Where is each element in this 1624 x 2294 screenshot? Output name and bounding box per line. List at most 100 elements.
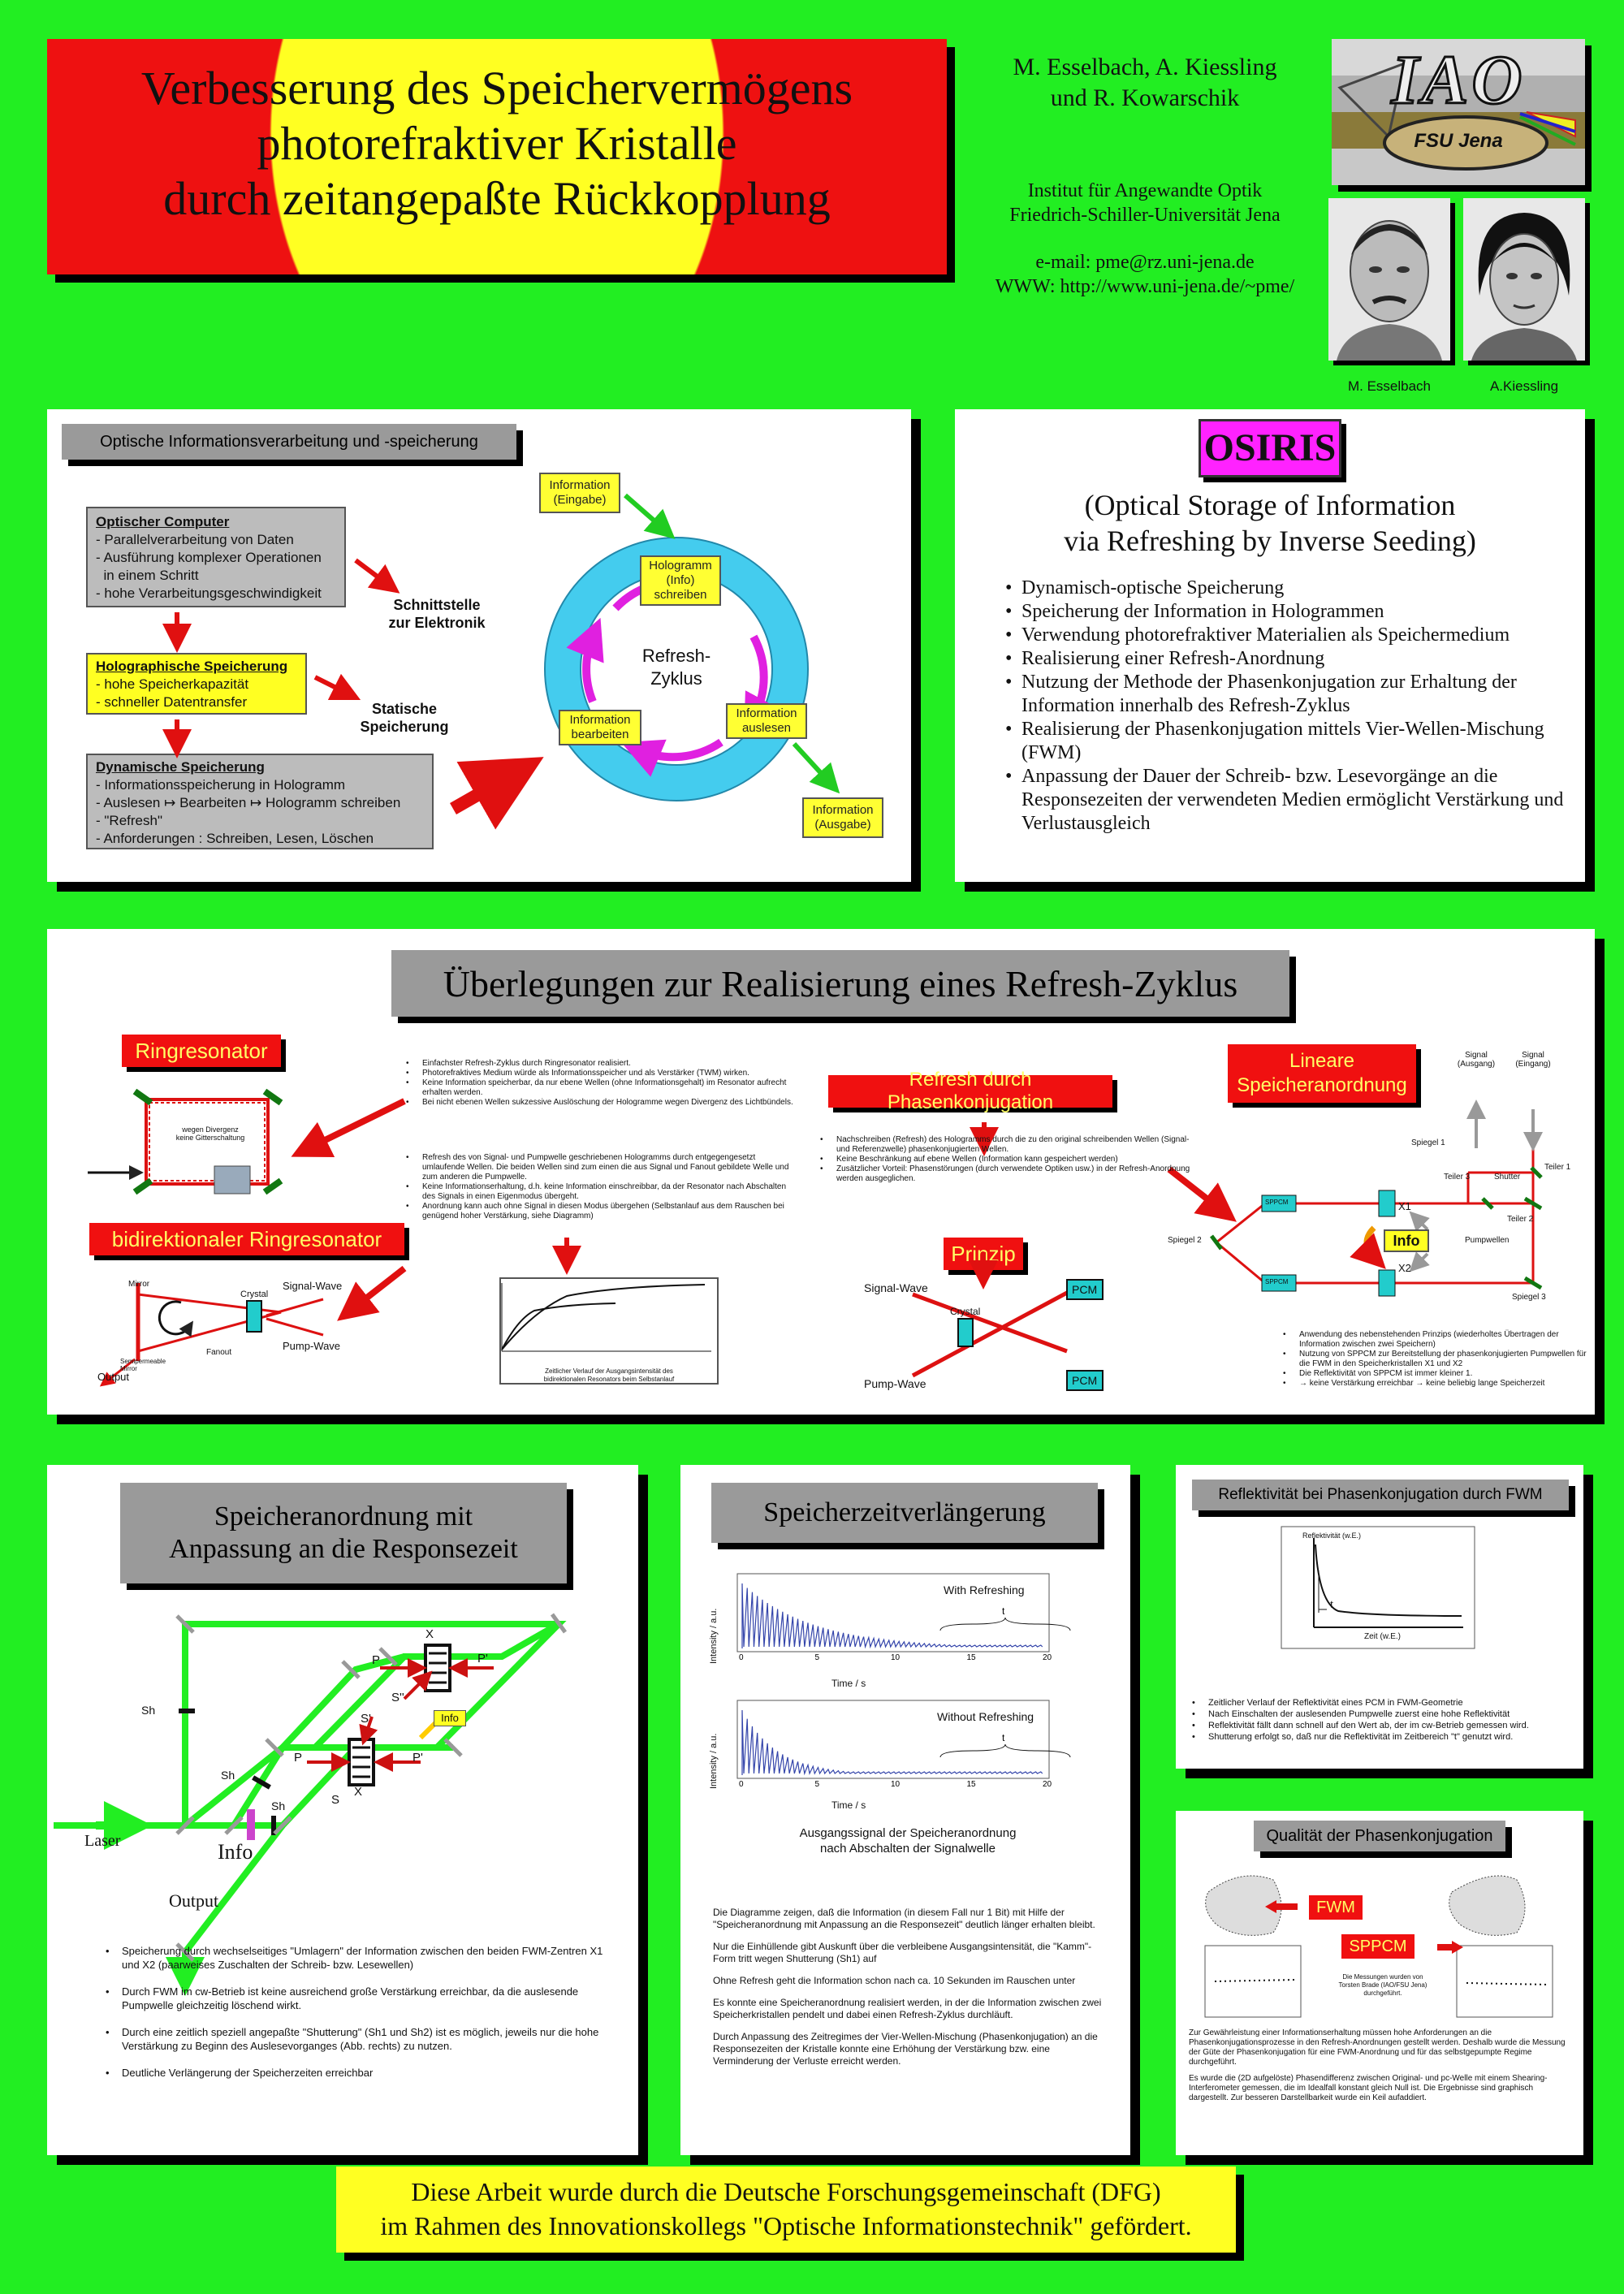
measurement-note-line: Die Messungen wurden von [1342,1973,1423,1981]
bidi-output-label: Output [97,1371,130,1383]
ring-note: wegen Divergenz keine Gitterschaltung [166,1125,255,1142]
phase-note-item: Keine Beschränkung auf ebene Wellen (Inf… [818,1155,1200,1164]
bidi-note-item: Keine Informationserhaltung, d.h. keine … [404,1182,794,1202]
crystal-icon [214,1165,251,1195]
chart-caption-line: nach Abschalten der Signalwelle [820,1842,996,1856]
xlabel: Time / s [831,1799,866,1811]
chart-frame [736,1700,1050,1779]
mirror-icon [132,1177,153,1195]
photo-caption-esselbach: M. Esselbach [1347,378,1432,394]
big-arrow-icon [450,757,544,830]
ring-note-line: wegen Divergenz [182,1125,239,1134]
ring-note-line: keine Gitterschaltung [175,1134,245,1142]
title-line-3: durch zeitangepaßte Rückkopplung [163,172,831,225]
quality-graphics [1204,1875,1553,2018]
crystal-x2-icon [348,1738,375,1786]
cycle-read-box: Information auslesen [726,703,807,739]
ring-note-item: Einfachster Refresh-Zyklus durch Ringres… [404,1059,794,1069]
tick-label: 10 [891,1780,901,1789]
sppcm-box [1261,1274,1297,1292]
p-label: P [372,1653,381,1667]
cycle-in-line: (Eingabe) [553,493,607,507]
without-refreshing-label: Without Refreshing [937,1710,1034,1723]
ring-note-item: Keine Information speicherbar, da nur eb… [404,1078,794,1098]
www-link[interactable]: WWW: http://www.uni-jena.de/~pme/ [995,276,1295,297]
institute-name: Institut für Angewandte Optik [1027,180,1263,201]
oc-item: - Ausführung komplexer Operationen [96,550,322,565]
phase-notes: Nachschreiben (Refresh) des Hologramms d… [818,1135,1200,1184]
pump-label: Pumpwellen [1465,1236,1510,1245]
title-line-2: photorefraktiver Kristalle [257,117,737,170]
osiris-item: Dynamisch-optische Speicherung [1004,577,1564,600]
cycle-center-line: Refresh- [641,646,711,666]
tick-label: 5 [815,1780,820,1789]
osiris-list: Dynamisch-optische Speicherung Speicheru… [1004,577,1564,836]
panel6-item: Zeitlicher Verlauf der Reflektivität ein… [1190,1697,1572,1709]
mirror2-label: Spiegel 2 [1168,1236,1202,1245]
panel4-list: Speicherung durch wechselseitiges "Umlag… [104,1944,607,2080]
osiris-item: Verwendung photorefraktiver Materialien … [1004,624,1564,647]
chart-caption: Ausgangssignal der Speicheranordnung nac… [729,1825,1086,1856]
x1-label: X [425,1627,434,1641]
measurement-note-line: durchgeführt. [1363,1989,1402,1997]
brace-t-label: t [1002,1605,1005,1617]
photo-esselbach [1328,198,1450,361]
linear-label-line: Speicheranordnung [1237,1074,1407,1096]
refl-ylabel: Reflektivität (w.E.) [1302,1531,1362,1540]
panel3-diagrams [88,1088,1543,1391]
cycle-holo-box: Hologramm (Info) schreiben [640,555,721,606]
footer-line-1: Diese Arbeit wurde durch die Deutsche Fo… [411,2177,1161,2206]
signal-out-line: Signal [1465,1051,1488,1060]
footer-line-2: im Rahmen des Innovationskollegs "Optisc… [380,2211,1192,2240]
chart-caption-line: Ausgangssignal der Speicheranordnung [799,1826,1017,1840]
brace-icon [939,1617,1071,1631]
tick-label: 5 [815,1653,820,1662]
osiris-item: Speicherung der Information in Hologramm… [1004,600,1564,624]
oc-item: in einem Schritt [96,568,199,583]
cycle-holo-line: schreiben [654,588,707,602]
email-link[interactable]: e-mail: pme@rz.uni-jena.de [1035,252,1255,273]
panel4-item: Durch eine zeitlich speziell angepaßte "… [104,2025,607,2053]
logo-subtext: FSU Jena [1414,130,1503,152]
crystal-icon [957,1318,974,1347]
linear-note-item: → keine Verstärkung erreichbar → keine b… [1281,1379,1587,1389]
shutter-icon [252,1775,271,1790]
label-static-line: Speicherung [360,719,449,735]
cycle-output-box: Information (Ausgabe) [802,797,883,838]
splitter1-label: Teiler 1 [1544,1163,1571,1172]
ylabel: Intensity / a.u. [709,1608,719,1664]
shutter-label: Shutter [1494,1173,1521,1182]
sh1-label: Sh [141,1704,156,1717]
splitter2-label: Teiler 2 [1507,1215,1534,1224]
cycle-holo-line: Hologramm [649,559,712,572]
swap-arrow-icon [1350,1225,1386,1269]
shutter-icon [271,1816,276,1835]
cycle-out-line: Information [812,803,874,817]
panel4-item: Speicherung durch wechselseitiges "Umlag… [104,1944,607,1972]
bidi-signal-label: Signal-Wave [283,1280,343,1292]
intensity-trace [741,1583,1043,1649]
ring-note-item: Bei nicht ebenen Wellen sukzessive Auslö… [404,1098,794,1108]
osiris-item: Realisierung der Phasenkonjugation mitte… [1004,718,1564,765]
input-arrow-icon [624,493,676,539]
panel7-paragraph: Es wurde die (2D aufgelöste) Phasendiffe… [1189,2074,1548,2102]
photo-kiessling [1463,198,1585,361]
phase-map-icon [1205,1875,1282,1936]
with-refreshing-label: With Refreshing [944,1583,1025,1596]
institute: Institut für Angewandte Optik Friedrich-… [950,179,1340,299]
graph-caption-line: bidirektionalen Resonators beim Selbstan… [543,1376,675,1383]
brace-icon [939,1743,1071,1758]
cycle-holo-line: (Info) [666,573,695,587]
authors-line-2: und R. Kowarschik [1050,84,1240,111]
panel6-header: Reflektivität bei Phasenkonjugation durc… [1192,1480,1569,1510]
phase-note-item: Zusätzlicher Vorteil: Phasenstörungen (d… [818,1164,1200,1184]
tick-label: 20 [1043,1780,1052,1789]
signal-out-line: (Ausgang) [1457,1060,1496,1069]
dyn-item: - Informationsspeicherung in Hologramm [96,777,346,793]
splitter3-label: Teiler 3 [1444,1173,1471,1182]
panel5-paragraph: Nur die Einhüllende gibt Auskunft über d… [713,1941,1092,1964]
xlabel: Time / s [831,1678,866,1689]
arrow-icon [291,1098,406,1157]
osiris-item: Anpassung der Dauer der Schreib- bzw. Le… [1004,765,1564,836]
